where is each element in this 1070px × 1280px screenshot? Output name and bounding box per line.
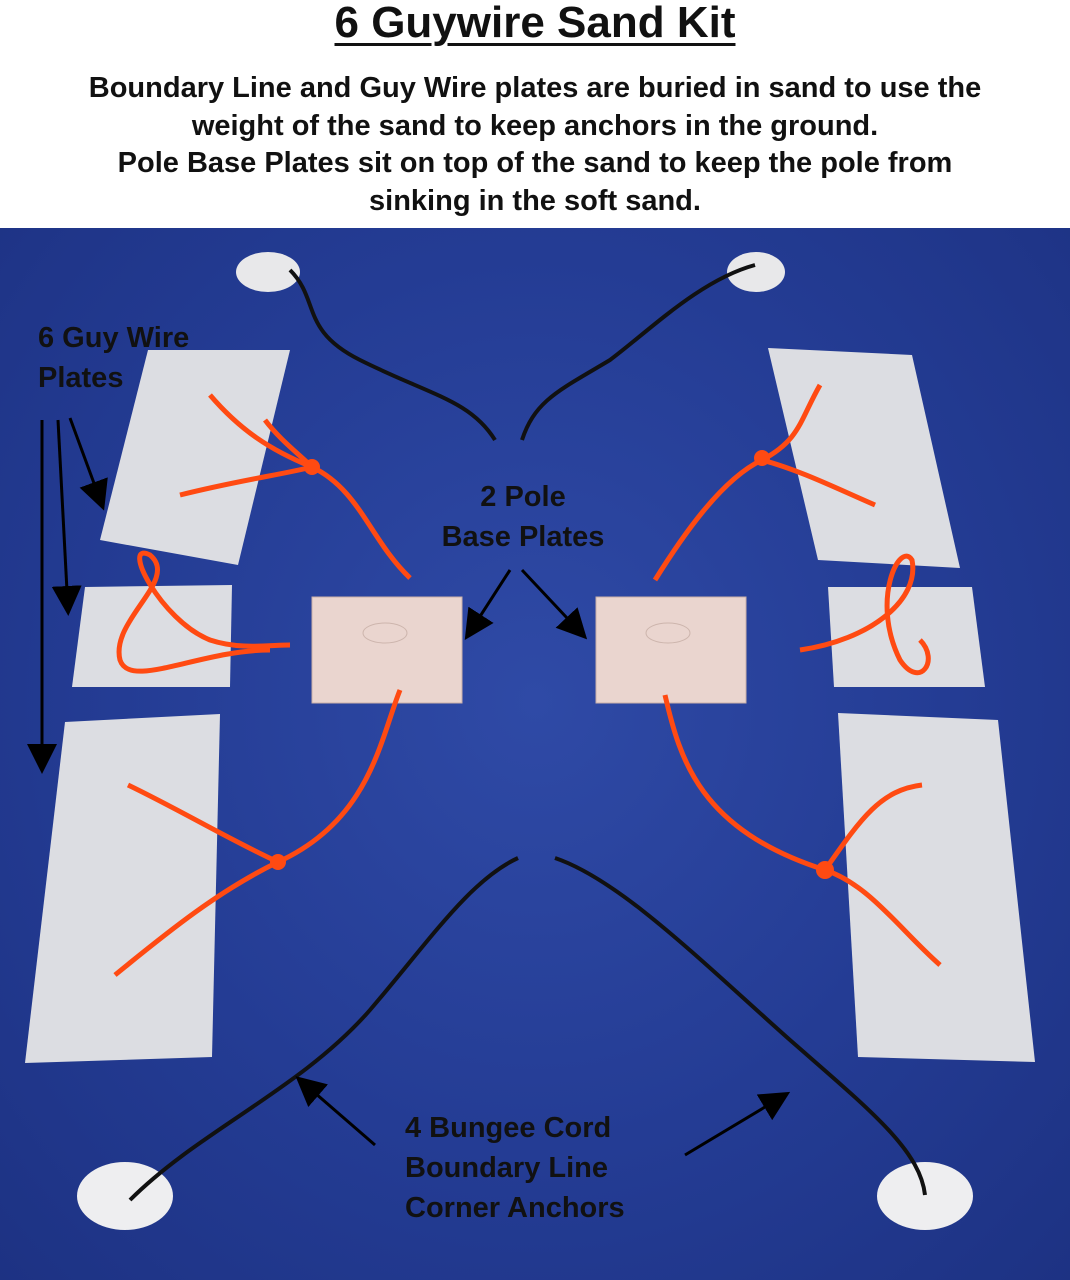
corner-anchor-disc bbox=[236, 252, 300, 292]
corner-anchor-disc bbox=[727, 252, 785, 292]
description-line: sinking in the soft sand. bbox=[369, 184, 701, 217]
label-corner-anchors: 4 Bungee Cord Boundary Line Corner Ancho… bbox=[405, 1108, 625, 1228]
description: Boundary Line and Guy Wire plates are bu… bbox=[0, 70, 1070, 220]
label-line: Plates bbox=[38, 362, 124, 394]
label-line: Base Plates bbox=[441, 521, 605, 553]
label-line: 2 Pole bbox=[480, 481, 566, 513]
pole-base-plate bbox=[311, 596, 463, 704]
guy-wire-plate bbox=[838, 713, 1035, 1062]
label-line: 6 Guy Wire bbox=[38, 322, 190, 354]
label-line: Boundary Line bbox=[405, 1152, 609, 1184]
description-line: weight of the sand to keep anchors in th… bbox=[191, 109, 879, 142]
guy-wire-plate bbox=[25, 714, 220, 1063]
guy-wire-plate bbox=[828, 587, 985, 687]
label-line: 4 Bungee Cord bbox=[405, 1112, 612, 1144]
pole-base-plate bbox=[595, 596, 747, 704]
annotation-arrows bbox=[27, 417, 791, 1157]
label-pole-base-plates: 2 Pole Base Plates bbox=[428, 477, 618, 557]
corner-anchor-disc bbox=[77, 1162, 173, 1230]
page-title: 6 Guywire Sand Kit bbox=[334, 0, 736, 47]
bungee-cords bbox=[128, 263, 927, 1202]
header: 6 Guywire Sand Kit Boundary Line and Guy… bbox=[0, 0, 1070, 228]
label-guy-wire-plates: 6 Guy Wire Plates bbox=[38, 318, 189, 398]
description-line: Boundary Line and Guy Wire plates are bu… bbox=[88, 72, 982, 104]
corner-anchor-disc bbox=[877, 1162, 973, 1230]
description-line: Pole Base Plates sit on top of the sand … bbox=[117, 147, 953, 179]
guy-wire-plate bbox=[768, 348, 960, 568]
label-line: Corner Anchors bbox=[405, 1192, 625, 1224]
guy-wire-plate bbox=[100, 350, 290, 565]
